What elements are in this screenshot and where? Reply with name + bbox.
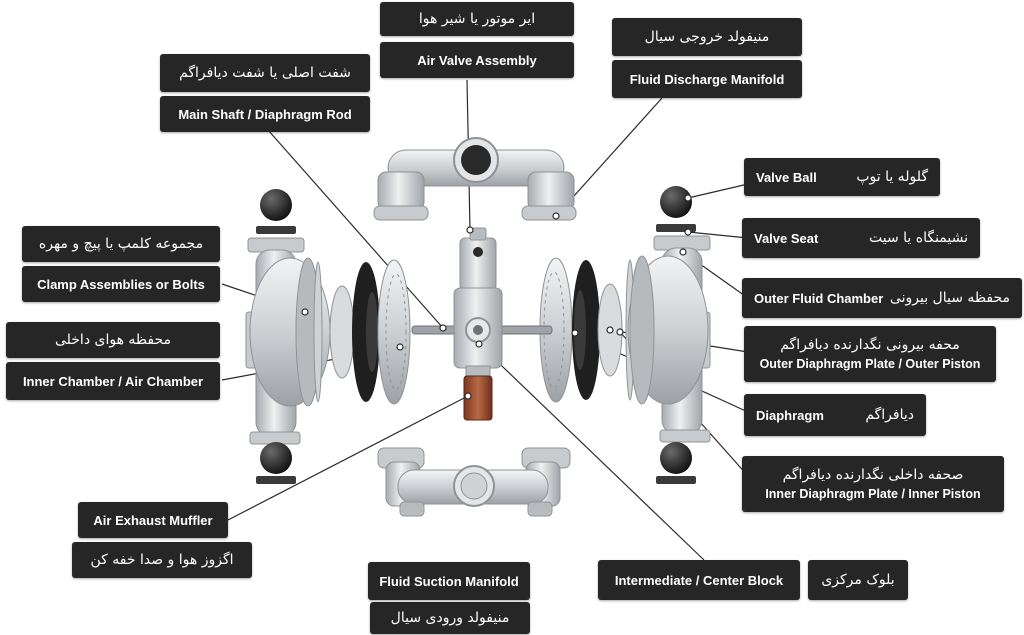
valve-ball-fa-text: گلوله یا توپ (856, 169, 928, 185)
valve-ball-en-text: Valve Ball (756, 169, 817, 185)
center-block-label-fa: بلوک مرکزی (808, 560, 908, 600)
air-valve-label-fa: ایر موتور یا شیر هوا (380, 2, 574, 36)
air-valve-en-text: Air Valve Assembly (417, 52, 537, 68)
diaphragm-label: دیافراگم Diaphragm (744, 394, 926, 436)
suction-en-text: Fluid Suction Manifold (379, 573, 519, 589)
center-block-label-en: Intermediate / Center Block (598, 560, 800, 600)
air-valve-label-en: Air Valve Assembly (380, 42, 574, 78)
inner-chamber-fa-text: محفظه هوای داخلی (54, 332, 172, 348)
discharge-label-fa: منیفولد خروجی سیال (612, 18, 802, 56)
muffler-en-text: Air Exhaust Muffler (93, 512, 213, 528)
air-valve-fa-text: ایر موتور یا شیر هوا (418, 11, 536, 27)
suction-fa-text: منیفولد ورودی سیال (390, 610, 510, 626)
inner-plate-en-text: Inner Diaphragm Plate / Inner Piston (765, 487, 981, 501)
center-block-fa-text: بلوک مرکزی (821, 572, 895, 588)
suction-manifold-drawing (377, 447, 571, 517)
right-outer-chamber-drawing (627, 235, 711, 443)
left-diaphragm-stack-drawing (313, 259, 411, 405)
inner-plate-fa-text: صحفه داخلی نگدارنده دیافراگم (782, 467, 964, 483)
clamp-fa-text: مجموعه کلمپ یا پیچ و مهره (38, 236, 204, 252)
leader-dots (301, 194, 692, 400)
inner-chamber-en-text: Inner Chamber / Air Chamber (22, 373, 204, 389)
discharge-en-text: Fluid Discharge Manifold (629, 71, 785, 87)
suction-label-fa: منیفولد ورودی سیال (370, 602, 530, 634)
muffler-label-en: Air Exhaust Muffler (78, 502, 228, 538)
discharge-fa-text: منیفولد خروجی سیال (644, 29, 770, 45)
diaphragm-en-text: Diaphragm (756, 407, 824, 423)
outer-plate-fa-text: محفه بیرونی نگدارنده دیافراگم (780, 337, 960, 353)
inner-chamber-label-fa: محفظه هوای داخلی (6, 322, 220, 358)
main-shaft-label-fa: شفت اصلی یا شفت دیافراگم (160, 54, 370, 92)
valve-ball-label: گلوله یا توپ Valve Ball (744, 158, 940, 196)
clamp-en-text: Clamp Assemblies or Bolts (37, 276, 205, 292)
outer-chamber-en-text: Outer Fluid Chamber (754, 290, 884, 306)
diaphragm-fa-text: دیافراگم (865, 407, 914, 423)
clamp-label-fa: مجموعه کلمپ یا پیچ و مهره (22, 226, 220, 262)
center-block-drawing (411, 227, 553, 421)
valve-seat-en-text: Valve Seat (754, 230, 819, 246)
main-shaft-en-text: Main Shaft / Diaphragm Rod (178, 106, 352, 122)
inner-chamber-label-en: Inner Chamber / Air Chamber (6, 362, 220, 400)
main-shaft-fa-text: شفت اصلی یا شفت دیافراگم (179, 65, 351, 81)
muffler-label-fa: اگزوز هوا و صدا خفه کن (72, 542, 252, 578)
muffler-fa-text: اگزوز هوا و صدا خفه کن (90, 552, 234, 568)
outer-chamber-label: محفظه سیال بیرونی Outer Fluid Chamber (742, 278, 1022, 318)
valve-balls-drawing (256, 186, 696, 484)
outer-plate-label: محفه بیرونی نگدارنده دیافراگم Outer Diap… (744, 326, 996, 382)
discharge-label-en: Fluid Discharge Manifold (612, 60, 802, 98)
discharge-manifold-drawing (373, 137, 577, 221)
outer-plate-en-text: Outer Diaphragm Plate / Outer Piston (759, 357, 981, 371)
center-block-en-text: Intermediate / Center Block (614, 572, 784, 588)
suction-label-en: Fluid Suction Manifold (368, 562, 530, 600)
main-shaft-label-en: Main Shaft / Diaphragm Rod (160, 96, 370, 132)
inner-plate-label: صحفه داخلی نگدارنده دیافراگم Inner Diaph… (742, 456, 1004, 512)
valve-seat-fa-text: نشیمنگاه یا سیت (868, 230, 968, 246)
outer-chamber-fa-text: محفظه سیال بیرونی (889, 290, 1010, 306)
valve-seat-label: نشیمنگاه یا سیت Valve Seat (742, 218, 980, 258)
clamp-label-en: Clamp Assemblies or Bolts (22, 266, 220, 302)
